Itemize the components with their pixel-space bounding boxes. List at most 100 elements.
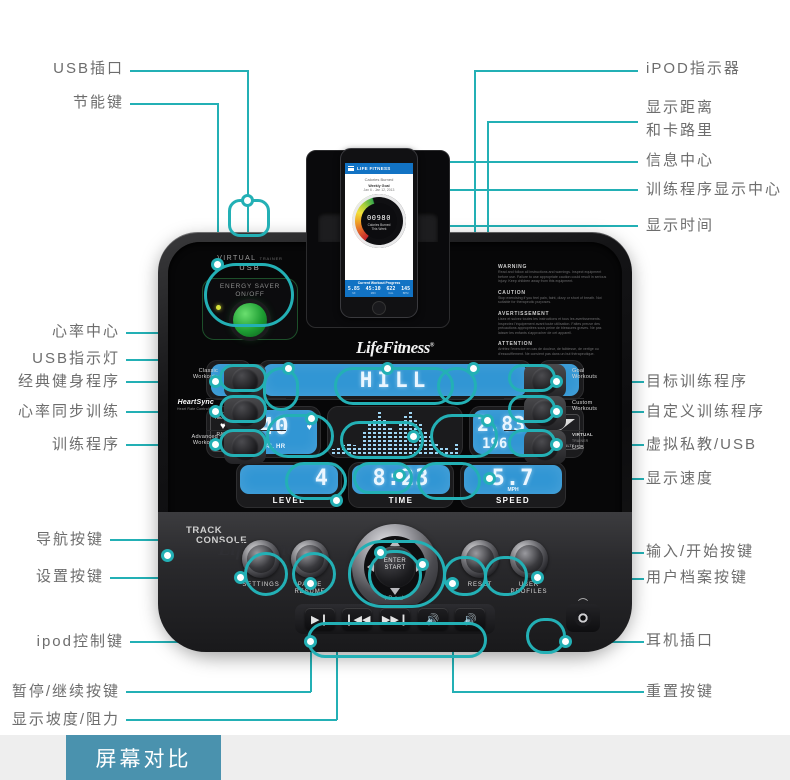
leader-energy-saver-v (217, 103, 219, 263)
highlight-ipod-indicator (437, 367, 477, 405)
highlight-pause-resume (292, 552, 336, 596)
leader-time-h2 (399, 225, 592, 227)
label-reset-key: 重置按键 (646, 683, 715, 700)
label-ipod-controls: ipod控制键 (36, 633, 124, 650)
dot-usb-port (241, 194, 254, 207)
profile-bar (332, 449, 336, 454)
label-classic-workouts: 经典健身程序 (17, 373, 120, 390)
vt-line1: VIRTUAL (572, 432, 593, 437)
phone-stat-time-value: 45:10 (365, 286, 381, 292)
virtual-trainer-line1: VIRTUAL (217, 255, 257, 262)
classic-line1: Classic (198, 368, 218, 374)
goal-workouts-label: Goal Workouts (572, 368, 612, 381)
speed-label: SPEED (495, 496, 531, 505)
phone-app-daterange: Jan 6 - Jan 12, 2013 (363, 188, 395, 192)
energy-saver-line2: ON/OFF (235, 291, 265, 298)
leader-program (590, 189, 638, 191)
dot-message-center (407, 430, 420, 443)
banner-tab-label: 屏幕对比 (95, 747, 192, 771)
label-user-profiles: 用户档案按键 (646, 569, 749, 586)
phone-app-subtitle: Weekly Goal (368, 184, 390, 188)
warning-2-body: Lisez et suivez toutes les instructions … (498, 316, 602, 335)
phone-progress-bar: Current Workout Progress 5.85 MI 45:10 M… (345, 280, 413, 297)
leader-program-h2 (369, 189, 592, 191)
dot-heartsync (209, 405, 222, 418)
headphone-icon: ⌒ (578, 599, 588, 610)
highlight-goal-workouts (508, 364, 556, 392)
dot-goal-workouts (550, 375, 563, 388)
label-distance-cal-1: 显示距离 (646, 99, 715, 116)
goal-line1: Goal (572, 368, 585, 374)
gauge-value: 00980 (366, 214, 392, 222)
leader-incline (126, 719, 337, 721)
label-headphone-jack: 耳机插口 (646, 632, 715, 649)
phone-stat-time-unit: MIN (370, 292, 376, 295)
leader-time (590, 225, 638, 227)
warning-3-body: Arrêtez l'exercice en cas de douleur, de… (498, 347, 599, 356)
phone-stat-cal: 622 CAL (386, 286, 395, 295)
highlight-ipod-controls (307, 622, 487, 658)
classic-line2: Workouts (192, 374, 218, 381)
phone-app-title: Calories Burned (364, 177, 394, 182)
label-custom-workouts: 自定义训练程序 (646, 403, 766, 420)
label-nav-keys: 导航按键 (35, 531, 104, 548)
virtual-trainer-button-label: VIRTUAL TRAINER USB (572, 432, 612, 451)
dot-pause-resume (304, 577, 317, 590)
gauge-caption-2: This Week (371, 227, 387, 231)
label-heart-sync: 心率同步训练 (17, 403, 120, 420)
phone-stat-bpm-value: 145 (401, 286, 411, 292)
custom-line2: Workouts (572, 406, 598, 413)
dot-reset (446, 577, 459, 590)
userprofiles-line2: PROFILES (510, 589, 548, 595)
warning-0-body: Read and follow all instructions and war… (498, 270, 607, 284)
docked-smartphone[interactable]: LIFE FITNESS Calories Burned Weekly Goal… (340, 148, 418, 318)
dot-program-display (381, 362, 394, 375)
highlight-enter-start (368, 550, 422, 600)
virtual-trainer-line2: TRAINER (259, 256, 283, 261)
gauge-caption: Calories Burned This Week (352, 223, 406, 231)
phone-stat-cal-value: 622 (386, 286, 396, 292)
highlight-heart-rate (266, 414, 334, 458)
menu-icon[interactable] (348, 166, 354, 171)
leader-ipod-indicator-h2 (474, 70, 592, 72)
dot-ipod-indicator (467, 362, 480, 375)
user-profiles-label: USER PROFILES (499, 582, 559, 596)
highlight-level (285, 462, 347, 500)
phone-stat-time: 45:10 MIN (366, 286, 381, 295)
classic-workouts-label: Classic Workouts (178, 368, 218, 381)
warning-text-panel: WARNING Read and follow all instructions… (498, 258, 610, 357)
leader-nav-keys (110, 539, 168, 541)
highlight-reset (443, 556, 487, 596)
profile-bar (337, 447, 341, 454)
leader-pause (126, 691, 311, 693)
highlight-profile-graph (340, 421, 424, 459)
headphone-jack[interactable]: ⌒ (566, 599, 600, 632)
warning-0-heading: WARNING (498, 264, 528, 270)
label-distance-cal-2: 和卡路里 (646, 122, 715, 139)
phone-home-button[interactable] (372, 301, 386, 315)
dot-settings (234, 571, 247, 584)
warning-2-heading: AVERTISSEMENT (498, 310, 550, 317)
gauge-caption-1: Calories Burned (367, 223, 391, 227)
vt-line2: USB (572, 444, 585, 451)
advanced-line2: Workouts (192, 440, 218, 447)
leader-ipod-indicator (590, 70, 638, 72)
label-ipod-indicator: iPOD指示器 (646, 60, 741, 77)
dot-headphone-jack (559, 635, 572, 648)
phone-screen: LIFE FITNESS Calories Burned Weekly Goal… (345, 163, 413, 297)
highlight-speed (417, 462, 481, 500)
banner-tab-screen-comparison[interactable]: 屏幕对比 (66, 735, 221, 780)
phone-app-brand: LIFE FITNESS (357, 166, 391, 171)
dot-distance-cal (481, 414, 494, 427)
label-time-display: 显示时间 (646, 217, 715, 234)
label-program-display: 训练程序显示中心 (646, 181, 783, 198)
label-settings-key: 设置按键 (35, 568, 104, 585)
highlight-virtual-trainer (508, 429, 556, 457)
track-line1: TRACK (186, 525, 223, 536)
label-pause-resume: 暂停/继续按键 (11, 683, 120, 700)
track-line2: CONSOLE (196, 535, 248, 546)
leader-distance-h2 (487, 121, 592, 123)
level-label: LEVEL (272, 496, 306, 505)
highlight-heartsync (219, 395, 267, 423)
